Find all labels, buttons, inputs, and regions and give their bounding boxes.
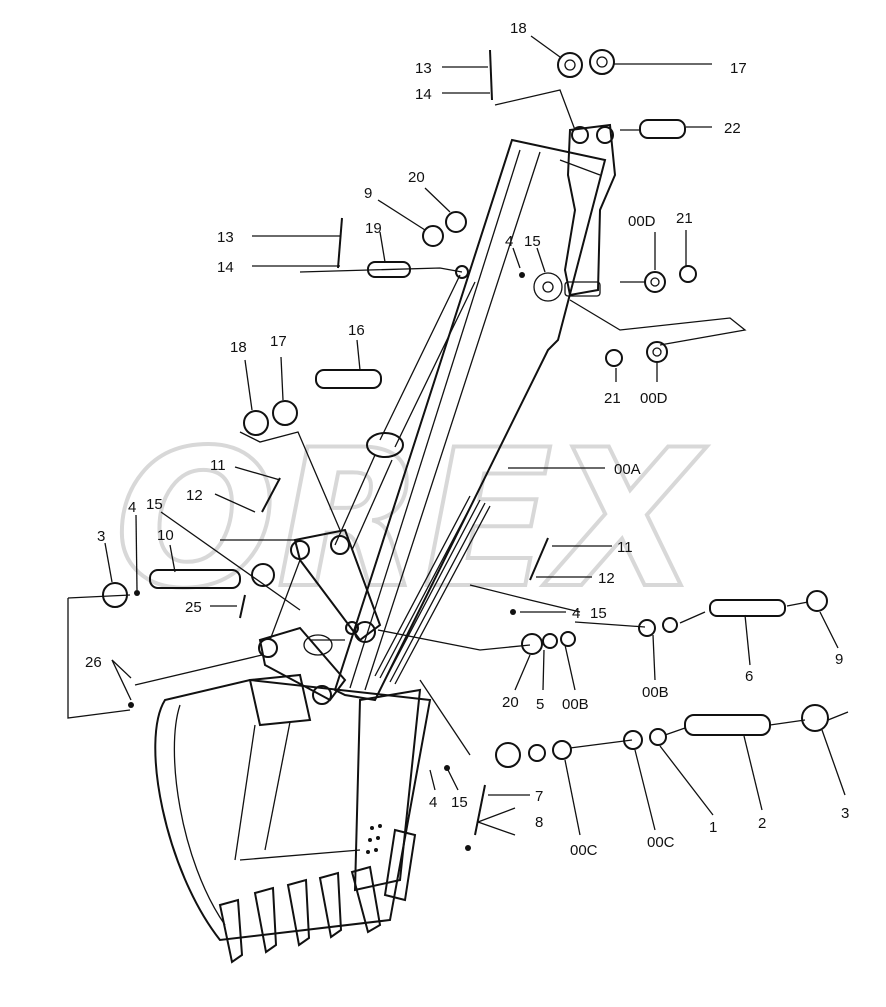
callout: 8 bbox=[535, 814, 543, 831]
callout: 18 bbox=[230, 339, 247, 356]
callout: 17 bbox=[270, 333, 287, 350]
callout: 14 bbox=[217, 259, 234, 276]
callout: 6 bbox=[745, 668, 753, 685]
callout: 10 bbox=[157, 527, 174, 544]
callout: 9 bbox=[835, 651, 843, 668]
callout: 2 bbox=[758, 815, 766, 832]
callout: 19 bbox=[365, 220, 382, 237]
callout: 14 bbox=[415, 86, 432, 103]
callout: 15 bbox=[146, 496, 163, 513]
leader-lines bbox=[67, 35, 849, 836]
callout: 00B bbox=[642, 684, 669, 701]
callout: 20 bbox=[408, 169, 425, 186]
callout: 15 bbox=[524, 233, 541, 250]
callout: 4 bbox=[572, 605, 580, 622]
callout: 00D bbox=[628, 213, 656, 230]
callout: 4 bbox=[128, 499, 136, 516]
callout: 16 bbox=[348, 322, 365, 339]
callout: 22 bbox=[724, 120, 741, 137]
callout: 4 bbox=[429, 794, 437, 811]
callout: 11 bbox=[617, 539, 633, 556]
callout: 00C bbox=[647, 834, 675, 851]
callout: 3 bbox=[841, 805, 849, 822]
callout: 20 bbox=[502, 694, 519, 711]
callout: 00A bbox=[614, 461, 641, 478]
callout: 13 bbox=[415, 60, 432, 77]
callout-labels: 18 17 13 14 22 9 20 13 19 14 4 15 00D 21… bbox=[85, 20, 849, 859]
callout: 21 bbox=[604, 390, 621, 407]
callout: 15 bbox=[590, 605, 607, 622]
callout: 00D bbox=[640, 390, 668, 407]
callout: 3 bbox=[97, 528, 105, 545]
callout: 11 bbox=[210, 457, 226, 474]
callout: 26 bbox=[85, 654, 102, 671]
hydraulic-cylinder bbox=[330, 265, 476, 555]
top-bracket bbox=[533, 123, 617, 302]
callout: 12 bbox=[186, 487, 203, 504]
callout: 1 bbox=[709, 819, 717, 836]
callout: 00B bbox=[562, 696, 589, 713]
bucket bbox=[154, 673, 432, 964]
callout: 17 bbox=[730, 60, 747, 77]
bucket-teeth bbox=[218, 865, 382, 964]
callout: 4 bbox=[505, 233, 513, 250]
callout: 5 bbox=[536, 696, 544, 713]
watermark-text: OREX bbox=[115, 409, 708, 630]
pins-and-washers bbox=[102, 49, 829, 851]
callout: 7 bbox=[535, 788, 543, 805]
callout: 13 bbox=[217, 229, 234, 246]
callout: 18 bbox=[510, 20, 527, 37]
callout: 00C bbox=[570, 842, 598, 859]
callout: 25 bbox=[185, 599, 202, 616]
callout: 12 bbox=[598, 570, 615, 587]
callout: 21 bbox=[676, 210, 693, 227]
callout: 9 bbox=[364, 185, 372, 202]
callout: 15 bbox=[451, 794, 468, 811]
